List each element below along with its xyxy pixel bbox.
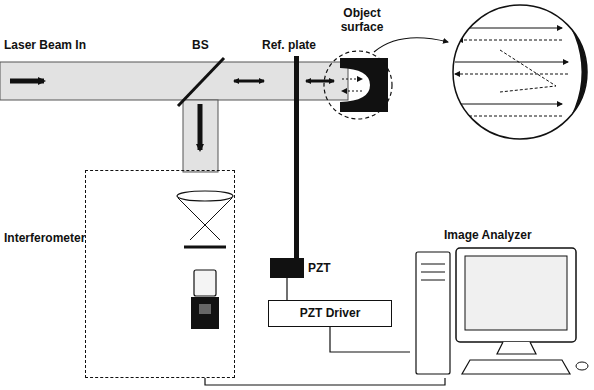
node-text: Interferometer [4,231,85,245]
reflected-ray [500,50,556,92]
node-text: PZT [308,261,331,275]
probe-arrow [342,91,362,92]
ray [458,104,562,105]
focus-ray [178,198,220,240]
monitor [456,248,576,342]
part-label: Ref. plate [262,38,316,52]
beam-label: Laser Beam In [4,38,86,52]
screen [184,246,226,249]
camera-body [191,297,219,329]
camera-lens [194,270,216,296]
signal-wire [205,378,445,385]
node-text: Image Analyzer [444,228,532,242]
magnified-view [453,5,587,139]
camera-detail [199,304,211,314]
interferometer-box: Interferometer [85,170,235,378]
reflected-beam [183,100,218,172]
drive-slot [421,272,445,273]
ray [455,62,568,63]
monitor-stand [497,342,536,354]
ray [458,40,562,41]
focus-ray [190,198,232,240]
beam-arrow [10,79,44,84]
reference-plate [294,56,299,259]
monitor-screen [465,256,567,330]
object-wall [550,0,594,144]
part-label: BS [192,38,209,52]
ray [455,74,568,75]
ray [458,28,562,29]
down-arrow [198,104,203,150]
probe-arrow [342,79,362,80]
double-arrow [306,80,334,83]
object-body [340,58,388,112]
pzt-actuator: PZT [270,258,332,278]
lens [177,191,233,201]
signal-wire [330,327,410,352]
part-label: Object surface [326,6,398,34]
drive-slot [421,264,445,265]
computer-tower [416,252,450,374]
drive-slot [421,280,445,281]
detail-pointer [374,38,448,52]
computer-node: Image Analyzer [410,226,590,378]
pzt-block [270,258,304,278]
double-arrow [234,80,264,83]
driver-box: PZT Driver [268,300,392,327]
keyboard [462,360,570,374]
node-text: PZT Driver [269,306,391,320]
detail-circle [324,51,392,119]
beam-splitter [178,58,224,106]
mouse [576,362,588,370]
ray [458,116,562,117]
signal-wire [286,278,287,300]
